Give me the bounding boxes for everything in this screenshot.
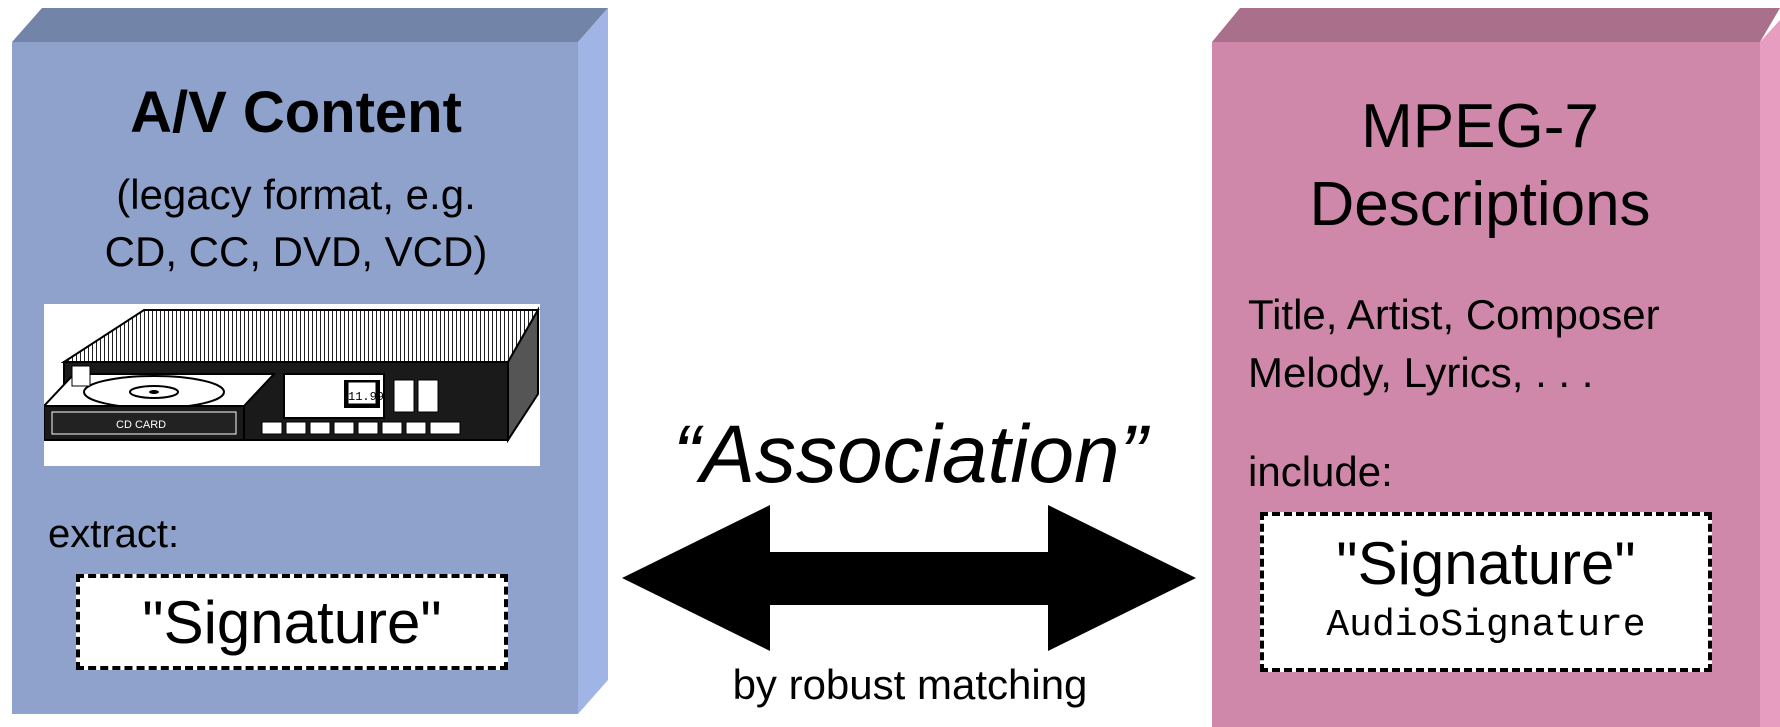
mpeg7-title-line-1: MPEG-7	[1361, 92, 1599, 161]
mpeg7-fields-list: Title, Artist, Composer Melody, Lyrics, …	[1248, 286, 1660, 402]
subtitle-line-2: CD, CC, DVD, VCD)	[104, 228, 488, 275]
signature-text-left: "Signature"	[142, 588, 442, 656]
association-arrow	[622, 505, 1196, 651]
audio-signature-code: AudioSignature	[1326, 604, 1646, 647]
av-content-subtitle: (legacy format, e.g. CD, CC, DVD, VCD)	[12, 166, 580, 280]
association-label: “Association”	[673, 409, 1147, 500]
robust-matching-caption: by robust matching	[732, 661, 1088, 708]
player-brand: CD CARD	[116, 419, 166, 431]
signature-box-right: "Signature" AudioSignature	[1260, 512, 1712, 672]
fields-line-2: Melody, Lyrics, . . .	[1248, 349, 1594, 396]
include-label: include:	[1248, 448, 1393, 495]
cd-player-image: 11.99 CD CARD	[41, 304, 540, 466]
signature-text-right: "Signature"	[1336, 530, 1636, 597]
av-content-title: A/V Content	[130, 80, 462, 145]
signature-box-left: "Signature"	[76, 574, 508, 670]
extract-label: extract:	[48, 512, 180, 556]
mpeg7-title-line-2: Descriptions	[1309, 170, 1651, 239]
subtitle-line-1: (legacy format, e.g.	[116, 171, 476, 218]
fields-line-1: Title, Artist, Composer	[1248, 291, 1660, 338]
player-display: 11.99	[348, 390, 384, 404]
mpeg7-title: MPEG-7 Descriptions	[1212, 88, 1748, 244]
